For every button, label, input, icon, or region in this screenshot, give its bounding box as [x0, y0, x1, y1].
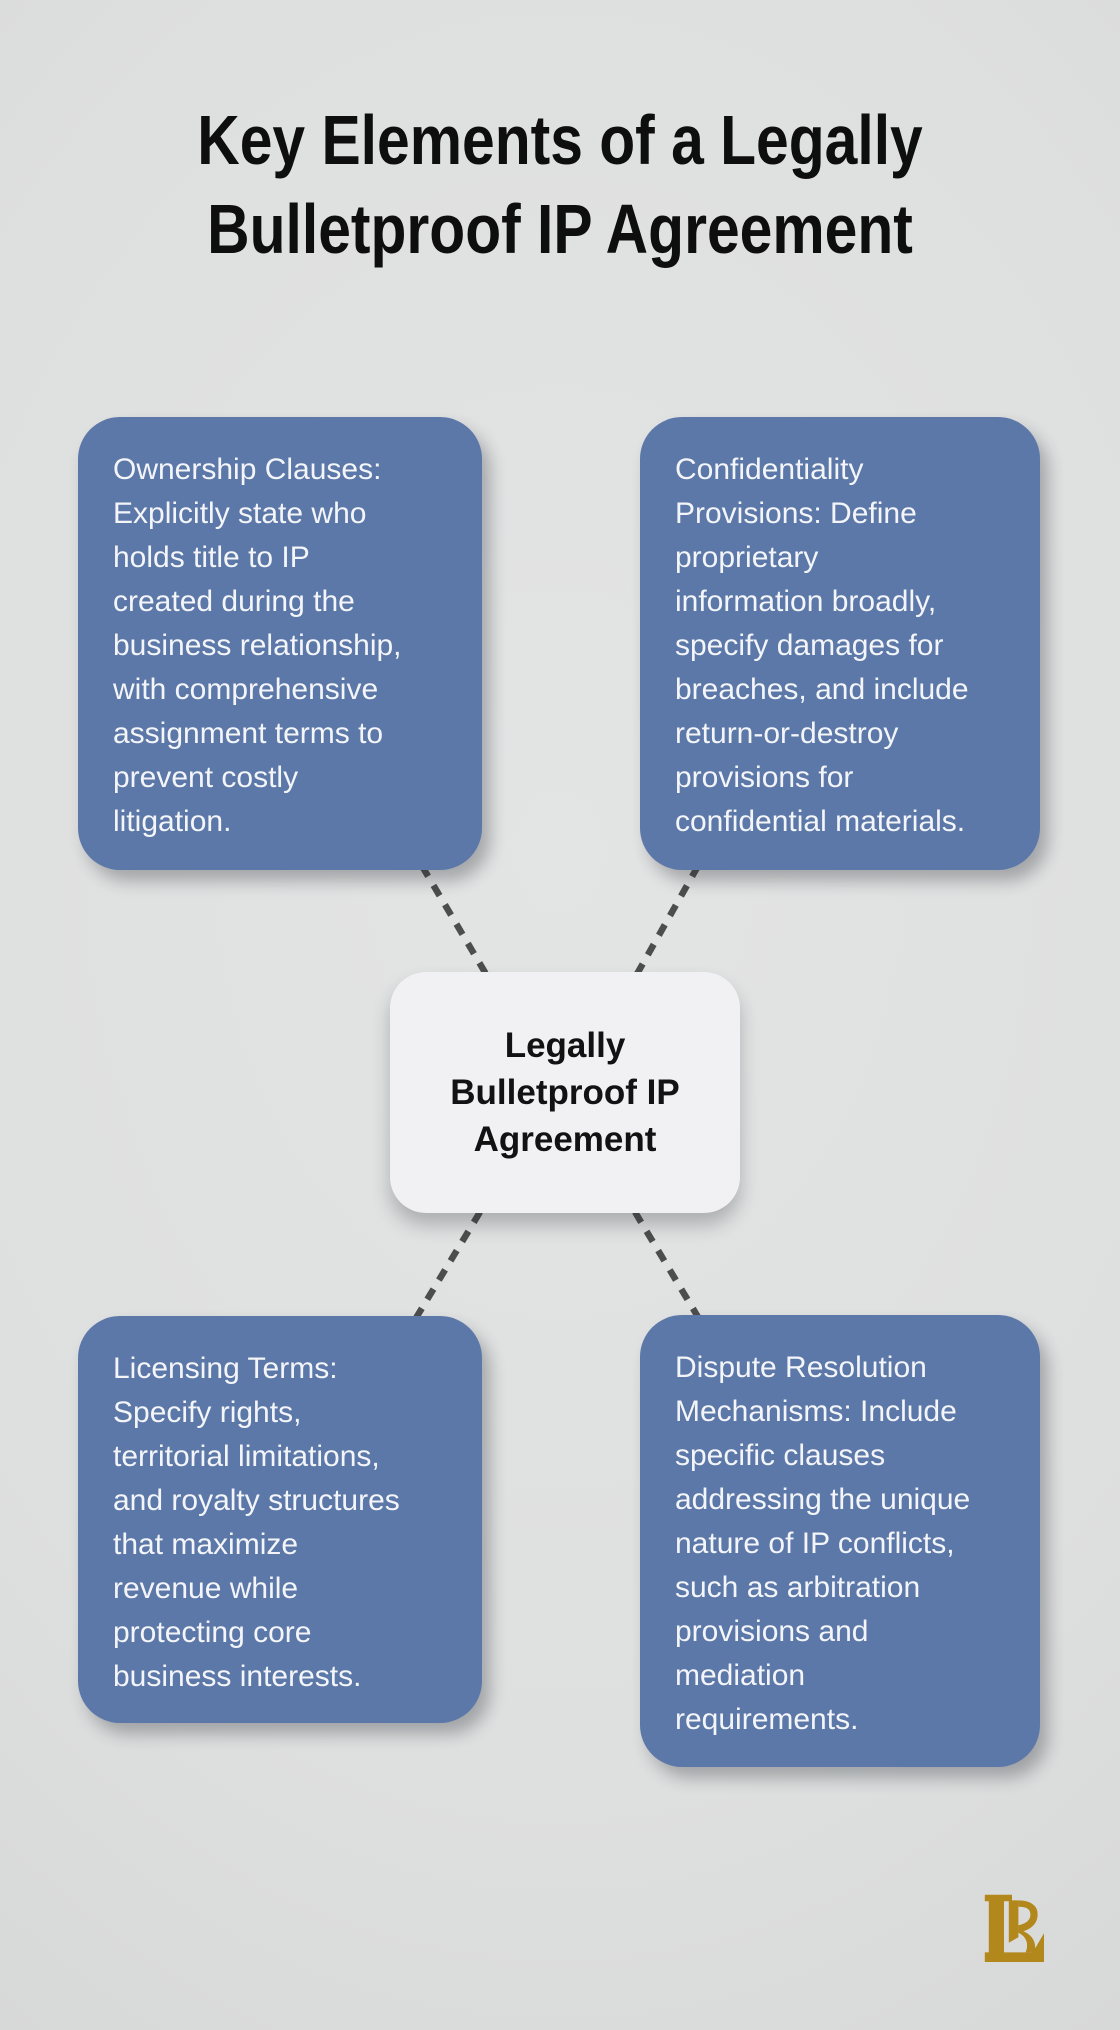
lp-monogram-logo — [980, 1889, 1060, 1971]
lp-monogram-icon — [984, 1894, 1044, 1962]
confidentiality-provisions-card: Confidentiality Provisions: Define propr… — [640, 417, 1040, 870]
ownership-clauses-text: Ownership Clauses: Explicitly state who … — [113, 453, 402, 838]
licensing-terms-text: Licensing Terms: Specify rights, territo… — [113, 1352, 400, 1693]
connector-bottom-left — [413, 1210, 483, 1320]
dispute-resolution-card: Dispute Resolution Mechanisms: Include s… — [640, 1315, 1040, 1767]
connector-bottom-right — [632, 1210, 701, 1319]
dispute-resolution-text: Dispute Resolution Mechanisms: Include s… — [675, 1351, 971, 1736]
confidentiality-provisions-text: Confidentiality Provisions: Define propr… — [675, 453, 969, 838]
central-topic-node: Legally Bulletproof IP Agreement — [390, 972, 740, 1213]
connector-top-left — [419, 864, 489, 976]
licensing-terms-card: Licensing Terms: Specify rights, territo… — [78, 1316, 482, 1723]
infographic-title: Key Elements of a Legally Bulletproof IP… — [197, 101, 923, 268]
connector-top-right — [634, 864, 701, 976]
ownership-clauses-card: Ownership Clauses: Explicitly state who … — [78, 417, 482, 870]
central-topic-label: Legally Bulletproof IP Agreement — [450, 1026, 680, 1159]
